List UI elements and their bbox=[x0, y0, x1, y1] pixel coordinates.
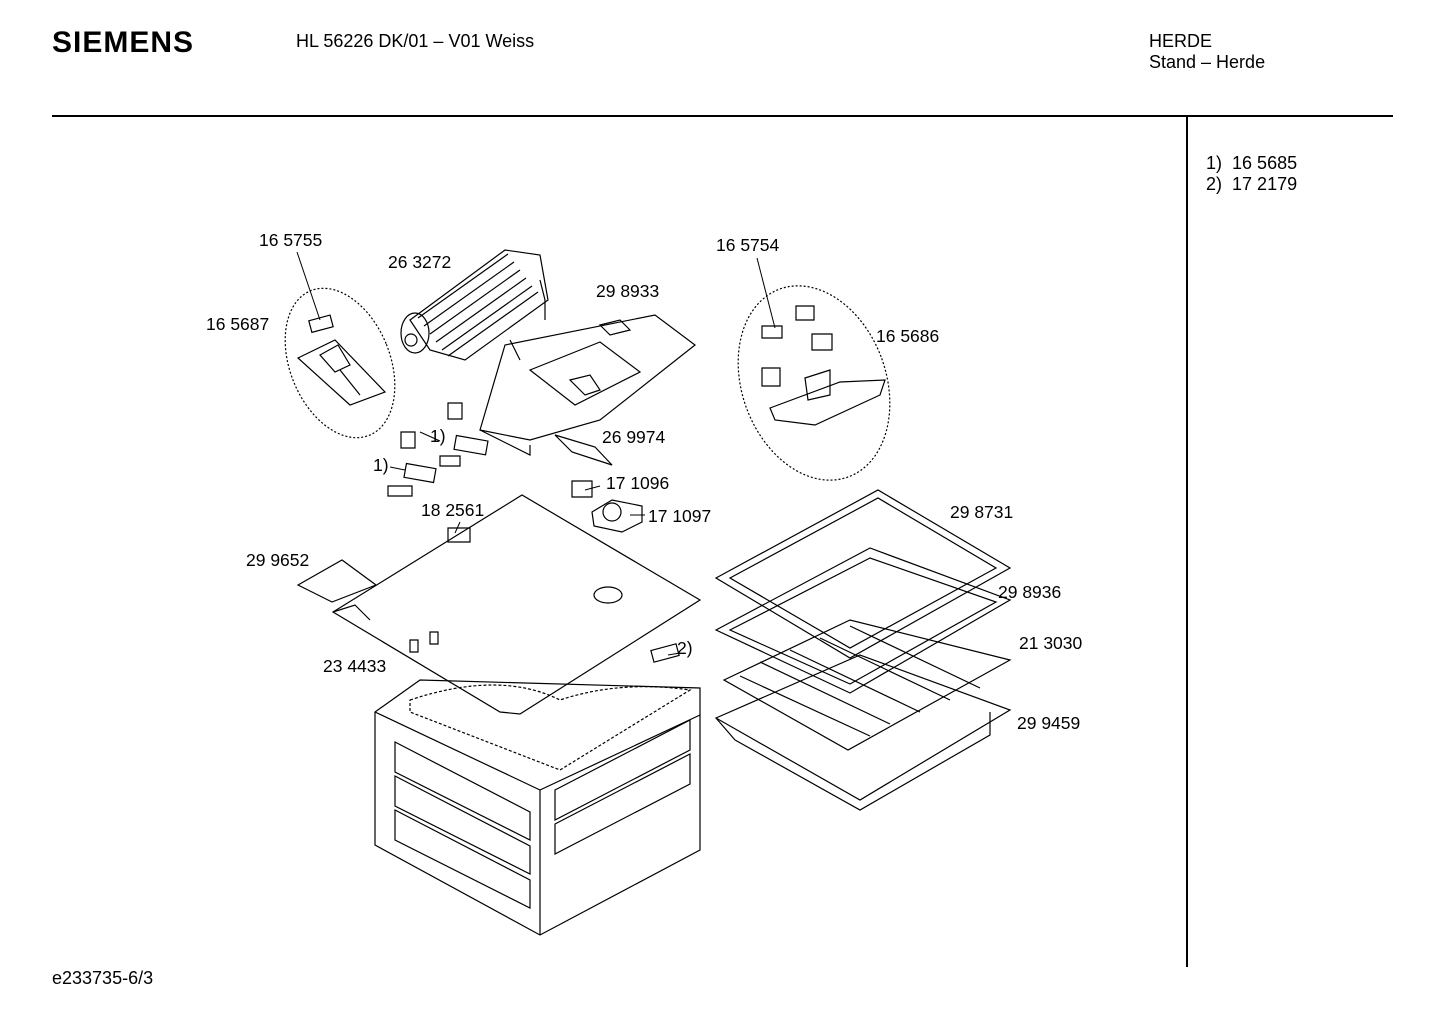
part-label-263272: 26 3272 bbox=[388, 252, 452, 272]
top-cover-plate bbox=[333, 495, 700, 714]
group-outline-left bbox=[264, 272, 415, 454]
part-label-298933: 29 8933 bbox=[596, 281, 660, 301]
thermostat-clips bbox=[388, 403, 592, 542]
footnote-2: 2) 17 2179 bbox=[1206, 174, 1297, 195]
oven-cavity bbox=[375, 680, 700, 935]
part-label-165754: 16 5754 bbox=[716, 235, 780, 255]
baking-tray-1 bbox=[716, 490, 1010, 658]
switch-assembly-right bbox=[762, 306, 885, 425]
side-column-divider bbox=[1186, 117, 1188, 967]
sealing-strip bbox=[555, 435, 612, 465]
part-label-269974: 26 9974 bbox=[602, 427, 666, 447]
part-label-182561: 18 2561 bbox=[421, 500, 485, 520]
part-label-165687: 16 5687 bbox=[206, 314, 270, 334]
footnote-marker: 1) bbox=[1206, 153, 1223, 173]
reference-marker-1: 1) bbox=[430, 426, 446, 446]
part-label-165755: 16 5755 bbox=[259, 230, 323, 250]
group-outline-right bbox=[712, 264, 916, 501]
part-label-213030: 21 3030 bbox=[1019, 633, 1083, 653]
timer-module bbox=[592, 500, 642, 532]
small-clip bbox=[651, 644, 679, 662]
leader-lines bbox=[297, 252, 775, 655]
footnote-part-number: 16 5685 bbox=[1232, 153, 1298, 173]
brand-logo: SIEMENS bbox=[52, 26, 195, 59]
model-title: HL 56226 DK/01 – V01 Weiss bbox=[296, 31, 535, 51]
category-label: HERDE bbox=[1149, 31, 1213, 51]
part-label-298936: 29 8936 bbox=[998, 582, 1062, 602]
subcategory-label: Stand – Herde bbox=[1149, 52, 1266, 72]
part-label-171096: 17 1096 bbox=[606, 473, 670, 493]
header-divider bbox=[52, 115, 1393, 117]
cover-plate-small bbox=[298, 560, 376, 602]
switch-assembly-left bbox=[298, 315, 385, 405]
part-label-298731: 29 8731 bbox=[950, 502, 1014, 522]
part-label-171097: 17 1097 bbox=[648, 506, 712, 526]
part-label-165686: 16 5686 bbox=[876, 326, 940, 346]
part-label-234433: 23 4433 bbox=[323, 656, 387, 676]
footnote-marker: 2) bbox=[1206, 174, 1223, 194]
reference-marker-1: 1) bbox=[373, 455, 389, 475]
baking-tray-2 bbox=[716, 548, 1010, 693]
convection-fan-motor bbox=[401, 250, 548, 360]
part-label-299652: 29 9652 bbox=[246, 550, 310, 570]
upper-bracket bbox=[480, 315, 695, 455]
document-id: e233735-6/3 bbox=[52, 968, 154, 988]
wire-rack bbox=[724, 620, 1010, 750]
deep-baking-pan bbox=[716, 655, 1010, 810]
reference-marker-2: 2) bbox=[677, 638, 693, 658]
footnote-1: 1) 16 5685 bbox=[1206, 153, 1297, 174]
part-label-299459: 29 9459 bbox=[1017, 713, 1081, 733]
footnote-part-number: 17 2179 bbox=[1232, 174, 1298, 194]
